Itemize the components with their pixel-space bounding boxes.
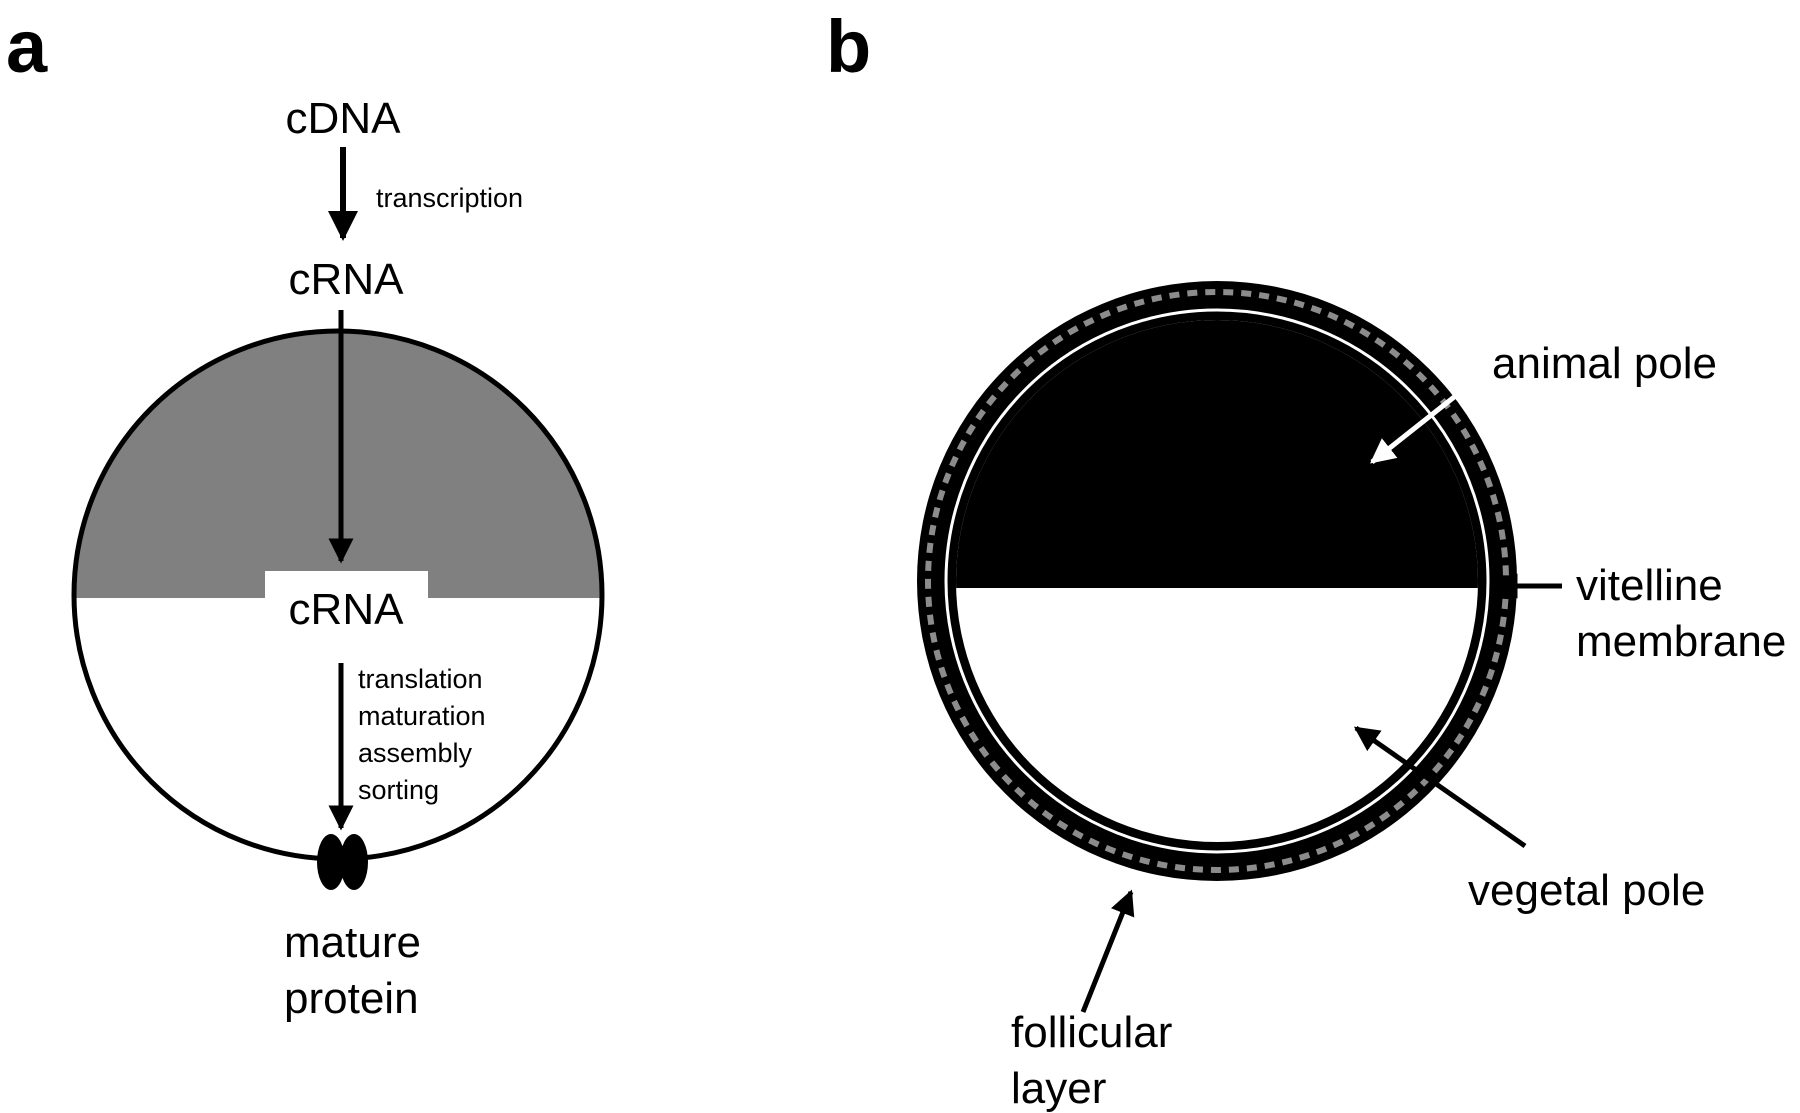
vitelline-label: vitelline (1576, 561, 1723, 610)
crna-label-inside: cRNA (289, 585, 405, 634)
mature-label: mature (284, 918, 421, 967)
vegetal-pole-label: vegetal pole (1468, 866, 1705, 915)
crna-label-top: cRNA (289, 255, 405, 304)
protein-label: protein (284, 974, 419, 1023)
cdna-label: cDNA (286, 94, 402, 143)
panel-b: b animal pole vitelline membrane vegetal… (826, 5, 1786, 1113)
follicular-label: follicular (1011, 1008, 1172, 1057)
animal-pole-arrow (1370, 388, 1465, 464)
panel-a: a cDNA transcription cRNA cRNA translati… (6, 5, 605, 1023)
animal-hemisphere-a (74, 331, 602, 598)
animal-hemisphere-b (956, 320, 1478, 588)
panel-b-label: b (826, 5, 871, 88)
follicular-layer-arrow (1080, 889, 1135, 1013)
layer-label: layer (1011, 1064, 1106, 1113)
step-maturation: maturation (358, 701, 486, 731)
step-sorting: sorting (358, 775, 439, 805)
vegetal-pole-arrow (1353, 725, 1527, 849)
panel-a-label: a (6, 5, 48, 88)
animal-pole-label: animal pole (1492, 339, 1717, 388)
step-assembly: assembly (358, 738, 473, 768)
step-translation: translation (358, 664, 483, 694)
transcription-label: transcription (376, 183, 523, 213)
vitelline-membrane-line (944, 308, 1490, 854)
membrane-protein-icon (317, 834, 368, 890)
membrane-label: membrane (1576, 617, 1786, 666)
